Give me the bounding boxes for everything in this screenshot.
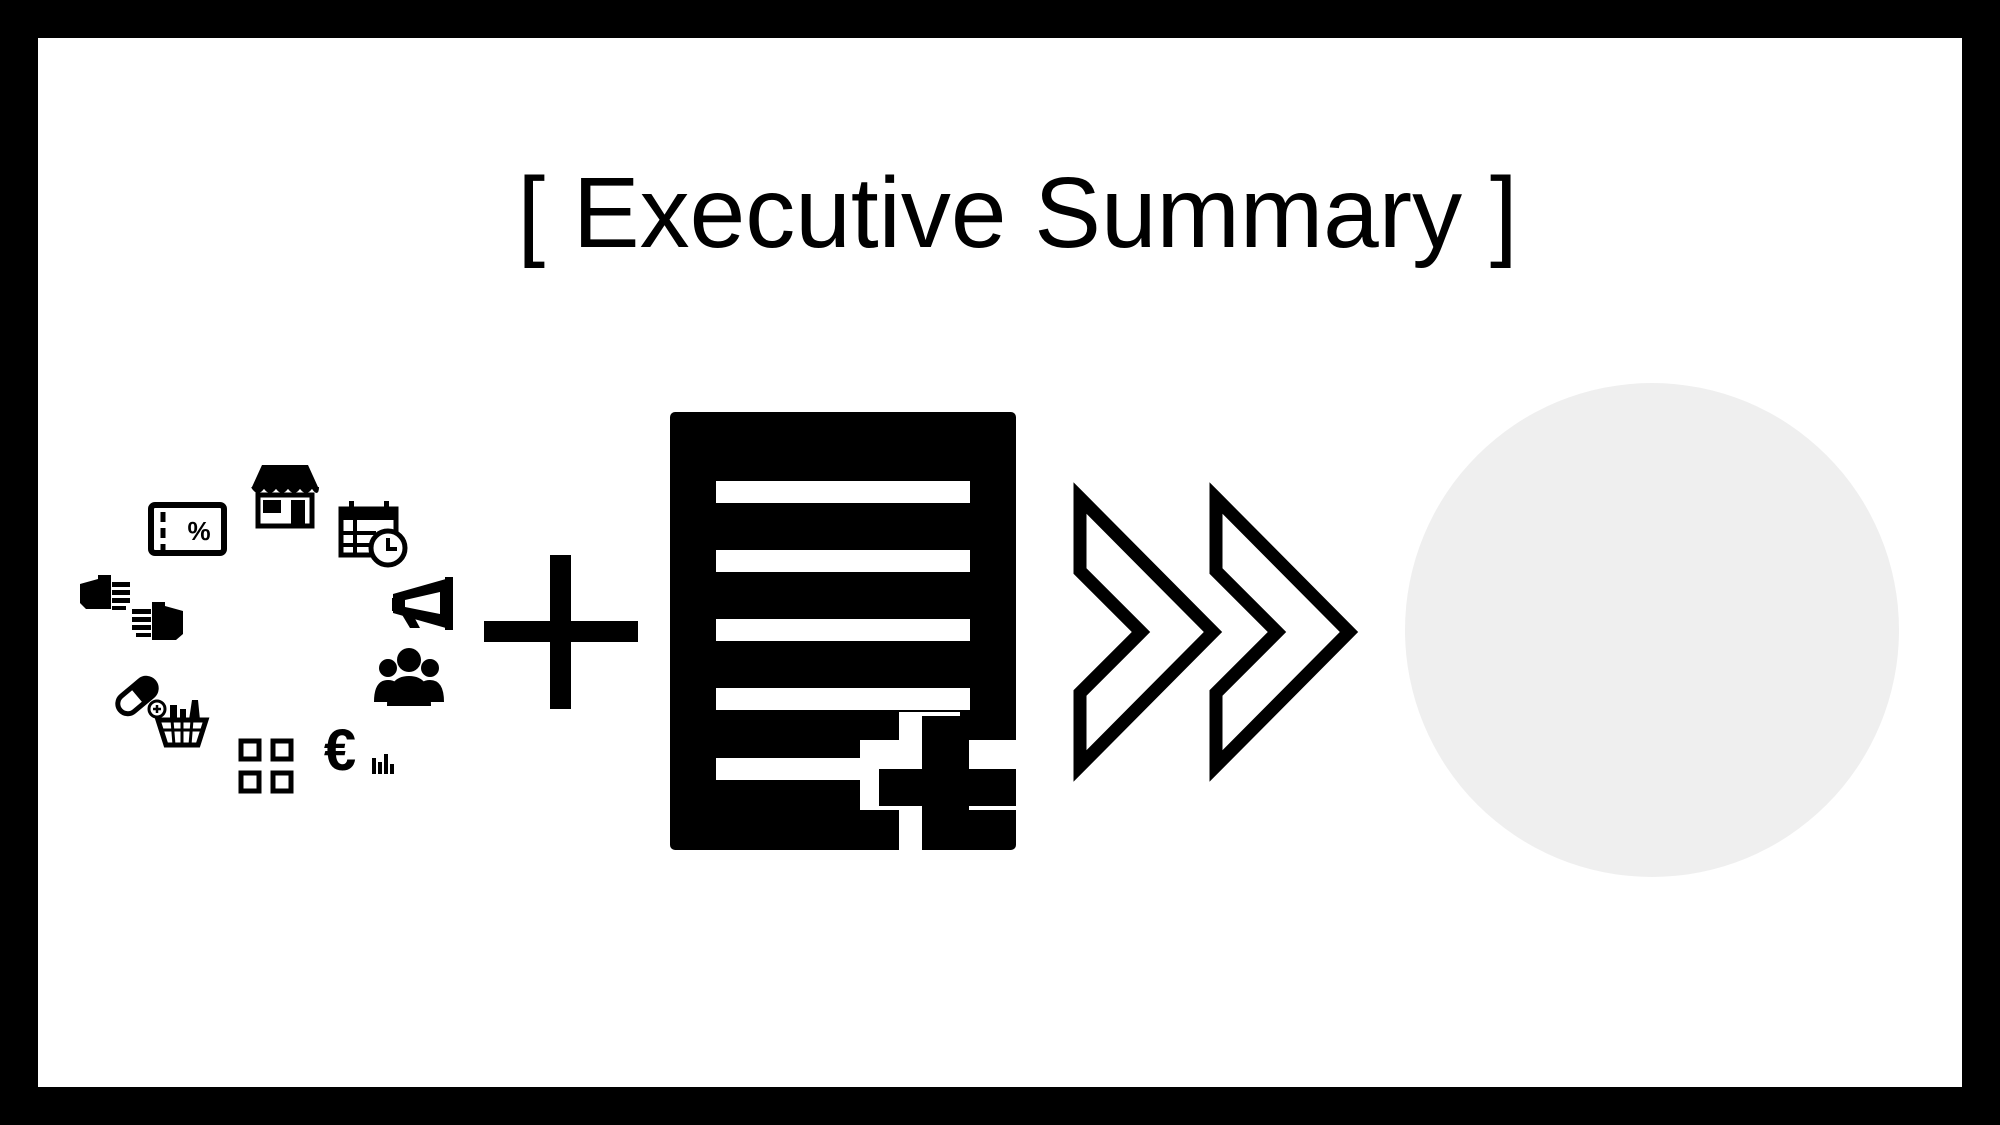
document-add-icon	[670, 412, 1016, 850]
product-grid-icon	[238, 738, 294, 794]
pharmacy-basket-icon	[115, 675, 210, 748]
euro-chart-icon: €	[324, 718, 394, 783]
discount-coupon-icon: %	[148, 502, 227, 556]
customer-group-icon	[374, 648, 444, 706]
placeholder-circle	[1405, 383, 1899, 877]
calendar-clock-icon	[338, 501, 408, 568]
storefront-icon	[251, 465, 319, 529]
double-chevron-right-icon	[1073, 482, 1359, 782]
slide-title: [ Executive Summary ]	[0, 148, 2000, 278]
svg-text:%: %	[187, 516, 210, 546]
svg-text:€: €	[324, 718, 356, 783]
slide-title-text: [ Executive Summary ]	[517, 157, 1518, 269]
megaphone-icon	[392, 577, 453, 630]
plus-icon	[484, 555, 638, 709]
fist-bump-icon	[80, 575, 183, 640]
